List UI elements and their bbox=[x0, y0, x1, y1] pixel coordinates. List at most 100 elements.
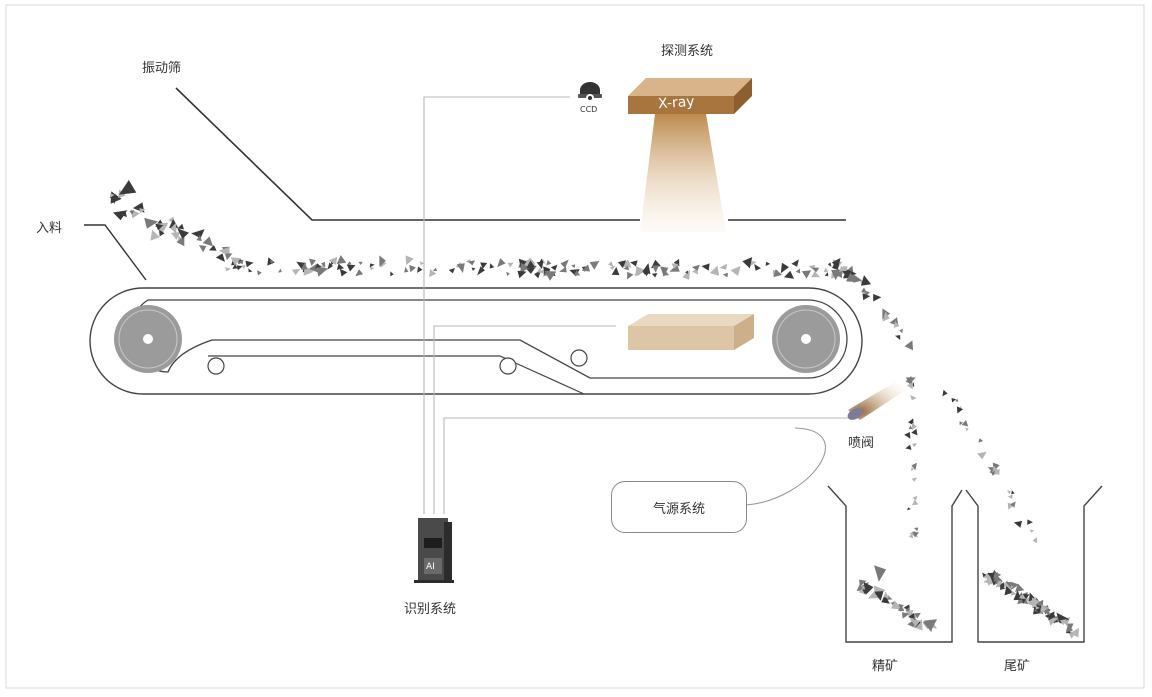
ore-particle bbox=[893, 321, 900, 328]
frame-border bbox=[5, 4, 1145, 689]
ore-particle bbox=[635, 266, 647, 277]
ore-particle bbox=[1027, 596, 1037, 608]
ore-particle bbox=[448, 267, 455, 274]
ore-particle bbox=[379, 255, 386, 267]
ore-particle bbox=[905, 377, 916, 385]
ore-particle bbox=[780, 262, 789, 274]
ore-particle bbox=[881, 594, 890, 604]
ore-particle bbox=[682, 269, 690, 280]
ore-particle bbox=[922, 621, 934, 632]
ore-particle bbox=[765, 261, 771, 266]
ccd-label: CCD bbox=[580, 105, 598, 114]
ore-particle bbox=[754, 264, 761, 271]
ore-particle bbox=[904, 340, 913, 351]
ore-particle bbox=[419, 261, 425, 266]
ore-particle bbox=[536, 262, 544, 270]
ore-particle bbox=[827, 262, 832, 267]
ore-particle bbox=[884, 591, 890, 598]
signal-wiring bbox=[423, 96, 848, 514]
ore-particle bbox=[225, 253, 233, 261]
ore-particle bbox=[339, 268, 348, 277]
ore-particle bbox=[811, 267, 820, 273]
ore-particle bbox=[1065, 623, 1073, 633]
ore-particle bbox=[171, 232, 181, 240]
ore-particle bbox=[906, 382, 914, 390]
ore-particle bbox=[589, 261, 600, 270]
ore-particle bbox=[230, 257, 242, 266]
collection-bins bbox=[827, 485, 1103, 643]
ore-particle bbox=[358, 261, 363, 265]
ore-particle bbox=[1010, 590, 1017, 596]
air-valve-nozzle bbox=[847, 376, 912, 420]
ore-particle bbox=[911, 477, 918, 482]
ore-particle bbox=[897, 605, 905, 612]
idler-roller bbox=[499, 357, 517, 375]
ore-particle bbox=[1007, 490, 1011, 495]
ore-particle bbox=[858, 587, 866, 595]
ore-particle bbox=[862, 293, 871, 301]
ore-particle bbox=[1010, 501, 1016, 508]
ore-particle bbox=[811, 271, 821, 278]
ore-particle bbox=[336, 263, 345, 270]
ore-particle bbox=[863, 582, 874, 595]
ore-particle bbox=[113, 210, 128, 221]
ore-particle bbox=[139, 208, 146, 214]
ore-particle bbox=[1032, 605, 1042, 614]
ore-particle bbox=[202, 236, 213, 247]
ore-particle bbox=[910, 619, 921, 627]
ore-particle bbox=[1022, 599, 1029, 605]
ore-particle bbox=[618, 260, 627, 269]
ore-particle bbox=[642, 263, 651, 275]
ore-particle bbox=[346, 264, 356, 272]
ore-particle bbox=[346, 261, 352, 265]
ore-particle bbox=[278, 268, 282, 273]
ore-particle bbox=[1010, 581, 1020, 591]
ore-particle bbox=[1011, 490, 1015, 495]
ore-particle bbox=[489, 263, 495, 269]
ore-particle bbox=[417, 266, 423, 273]
ore-particle bbox=[550, 264, 558, 271]
ore-particle bbox=[559, 266, 567, 273]
ore-particle bbox=[1070, 627, 1079, 638]
air-source-system-label: 气源系统 bbox=[652, 501, 705, 517]
ore-particle bbox=[409, 264, 416, 273]
ore-particle bbox=[517, 270, 527, 279]
ore-particle bbox=[1048, 615, 1054, 621]
ore-particle bbox=[607, 261, 614, 267]
ore-particle bbox=[526, 260, 536, 269]
ore-particle bbox=[328, 256, 338, 265]
ore-particle bbox=[623, 265, 630, 271]
ore-particle bbox=[912, 495, 918, 501]
ore-particle bbox=[660, 266, 669, 277]
ore-particle bbox=[977, 451, 987, 460]
ore-particle bbox=[109, 193, 115, 199]
tailings-label: 尾矿 bbox=[1004, 659, 1031, 674]
conveyor-belt bbox=[89, 287, 863, 395]
ore-particle bbox=[905, 444, 912, 450]
ore-particle bbox=[912, 443, 917, 448]
ore-particle bbox=[842, 266, 848, 273]
ore-particle bbox=[507, 262, 514, 268]
xray-source bbox=[628, 78, 752, 232]
ore-particle bbox=[1032, 537, 1037, 544]
ore-particle bbox=[860, 275, 872, 286]
ore-particle bbox=[965, 427, 969, 432]
ore-particle bbox=[609, 265, 616, 270]
xray-label: X-ray bbox=[657, 93, 696, 113]
ai-label: AI bbox=[426, 562, 435, 572]
concentrate-bin bbox=[827, 485, 963, 643]
ore-particle bbox=[874, 565, 887, 582]
ore-particle bbox=[468, 260, 476, 266]
idler-roller bbox=[570, 349, 588, 367]
ore-particle bbox=[835, 270, 842, 278]
ore-particle bbox=[309, 258, 316, 266]
xray-beam bbox=[640, 114, 726, 232]
ore-particle bbox=[573, 270, 581, 276]
ore-particle bbox=[882, 311, 890, 322]
ore-particle bbox=[904, 432, 911, 439]
ore-particle bbox=[912, 531, 919, 538]
ore-particle bbox=[118, 180, 137, 195]
ore-particle bbox=[170, 222, 177, 234]
ore-particle bbox=[177, 228, 189, 239]
ore-particle bbox=[895, 335, 901, 340]
